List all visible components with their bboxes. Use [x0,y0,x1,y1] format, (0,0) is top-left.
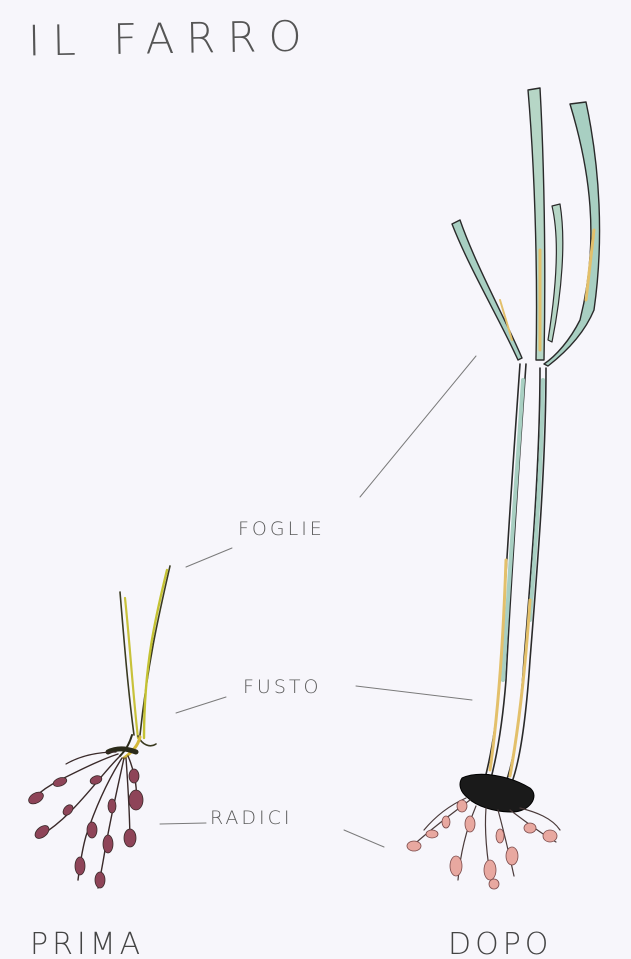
label-leaves: FOGLIE [238,520,325,539]
plant-after-root-hairs [407,800,557,889]
pointer-line-radici-before [160,823,206,824]
drawing-title: IL FARRO [28,16,314,63]
pointer-line-foglie-before [186,548,232,567]
label-stem: FUSTO [243,678,321,697]
label-roots: RADICI [210,809,293,828]
plant-before [27,566,170,888]
caption-before: PRIMA [30,930,144,959]
plant-after-stem [484,364,546,782]
plant-before-leaves [120,566,170,746]
pointer-line-fusto-before [176,697,226,713]
pointer-lines [160,356,476,847]
plant-after-seed [460,774,534,812]
caption-after: DOPO [448,930,552,959]
plant-after [407,88,600,889]
plant-before-root-hairs [27,769,143,888]
plant-before-stem [108,735,140,758]
plant-after-leaves [452,88,600,366]
pointer-line-fusto-after [356,686,472,700]
pointer-line-foglie-after [360,356,476,497]
pointer-line-radici-after [344,830,384,847]
